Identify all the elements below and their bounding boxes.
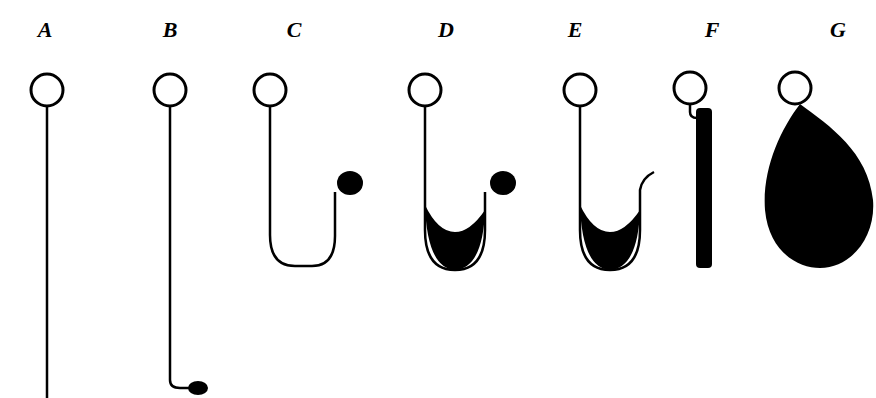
stalk-line (580, 106, 654, 270)
filled-bulb (580, 205, 640, 270)
filled-teardrop (765, 104, 874, 268)
stalk-line (46, 106, 49, 398)
end-blob (337, 171, 363, 195)
head-circle (154, 74, 186, 106)
figure-letter: C (287, 19, 302, 41)
figure-letter: D (438, 19, 454, 41)
figure-letter: A (38, 19, 53, 41)
figure-letter: E (568, 19, 583, 41)
head-circle (674, 72, 706, 104)
head-circle (564, 74, 596, 106)
head-circle (254, 74, 286, 106)
filled-rod (696, 108, 712, 268)
end-blob (490, 171, 516, 195)
figure-letter: G (830, 19, 846, 41)
figure-letter: F (705, 19, 720, 41)
head-circle (779, 72, 811, 104)
filled-bulb (425, 205, 485, 270)
stalk-line (690, 104, 697, 118)
stalk-line (170, 106, 190, 388)
stalk-line (425, 106, 485, 270)
figure-letter: B (163, 19, 178, 41)
head-circle (409, 74, 441, 106)
head-circle (31, 74, 63, 106)
stalk-line (270, 106, 335, 266)
end-blob (188, 381, 208, 395)
